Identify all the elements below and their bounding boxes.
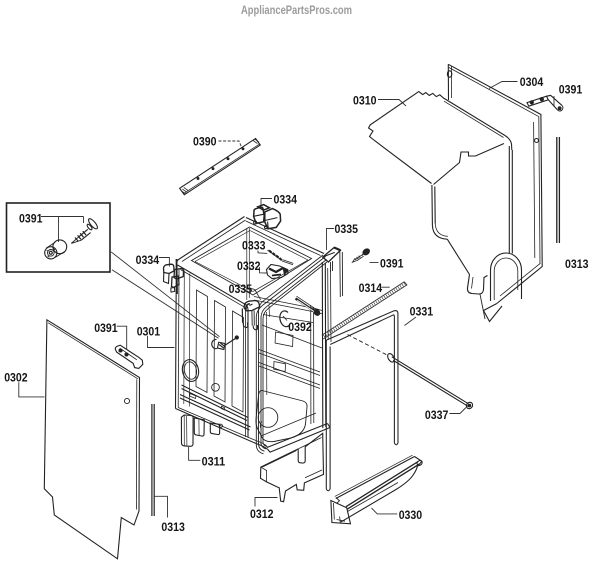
svg-text:0330: 0330 xyxy=(399,510,423,522)
svg-text:0392: 0392 xyxy=(288,322,312,334)
svg-text:0313: 0313 xyxy=(161,522,185,534)
svg-text:0332: 0332 xyxy=(237,261,261,273)
svg-text:0391: 0391 xyxy=(19,214,43,226)
svg-text:0301: 0301 xyxy=(137,326,161,338)
svg-text:0391: 0391 xyxy=(94,323,118,335)
svg-text:0335: 0335 xyxy=(229,284,253,296)
svg-text:0391: 0391 xyxy=(380,259,404,271)
svg-text:0310: 0310 xyxy=(353,95,377,107)
svg-text:0311: 0311 xyxy=(202,456,226,468)
svg-text:0313: 0313 xyxy=(565,259,589,271)
svg-text:0337: 0337 xyxy=(425,410,449,422)
svg-text:0333: 0333 xyxy=(242,241,266,253)
svg-text:0312: 0312 xyxy=(250,509,274,521)
svg-text:0390: 0390 xyxy=(193,137,217,149)
svg-text:0331: 0331 xyxy=(410,307,434,319)
svg-text:AppliancePartsPros.com: AppliancePartsPros.com xyxy=(241,5,352,17)
svg-text:0334: 0334 xyxy=(136,255,160,267)
svg-text:0391: 0391 xyxy=(559,84,583,96)
svg-text:0314: 0314 xyxy=(359,283,383,295)
svg-text:0335: 0335 xyxy=(335,224,359,236)
svg-text:0304: 0304 xyxy=(520,77,544,89)
svg-text:0302: 0302 xyxy=(4,373,28,385)
svg-text:0334: 0334 xyxy=(274,195,298,207)
